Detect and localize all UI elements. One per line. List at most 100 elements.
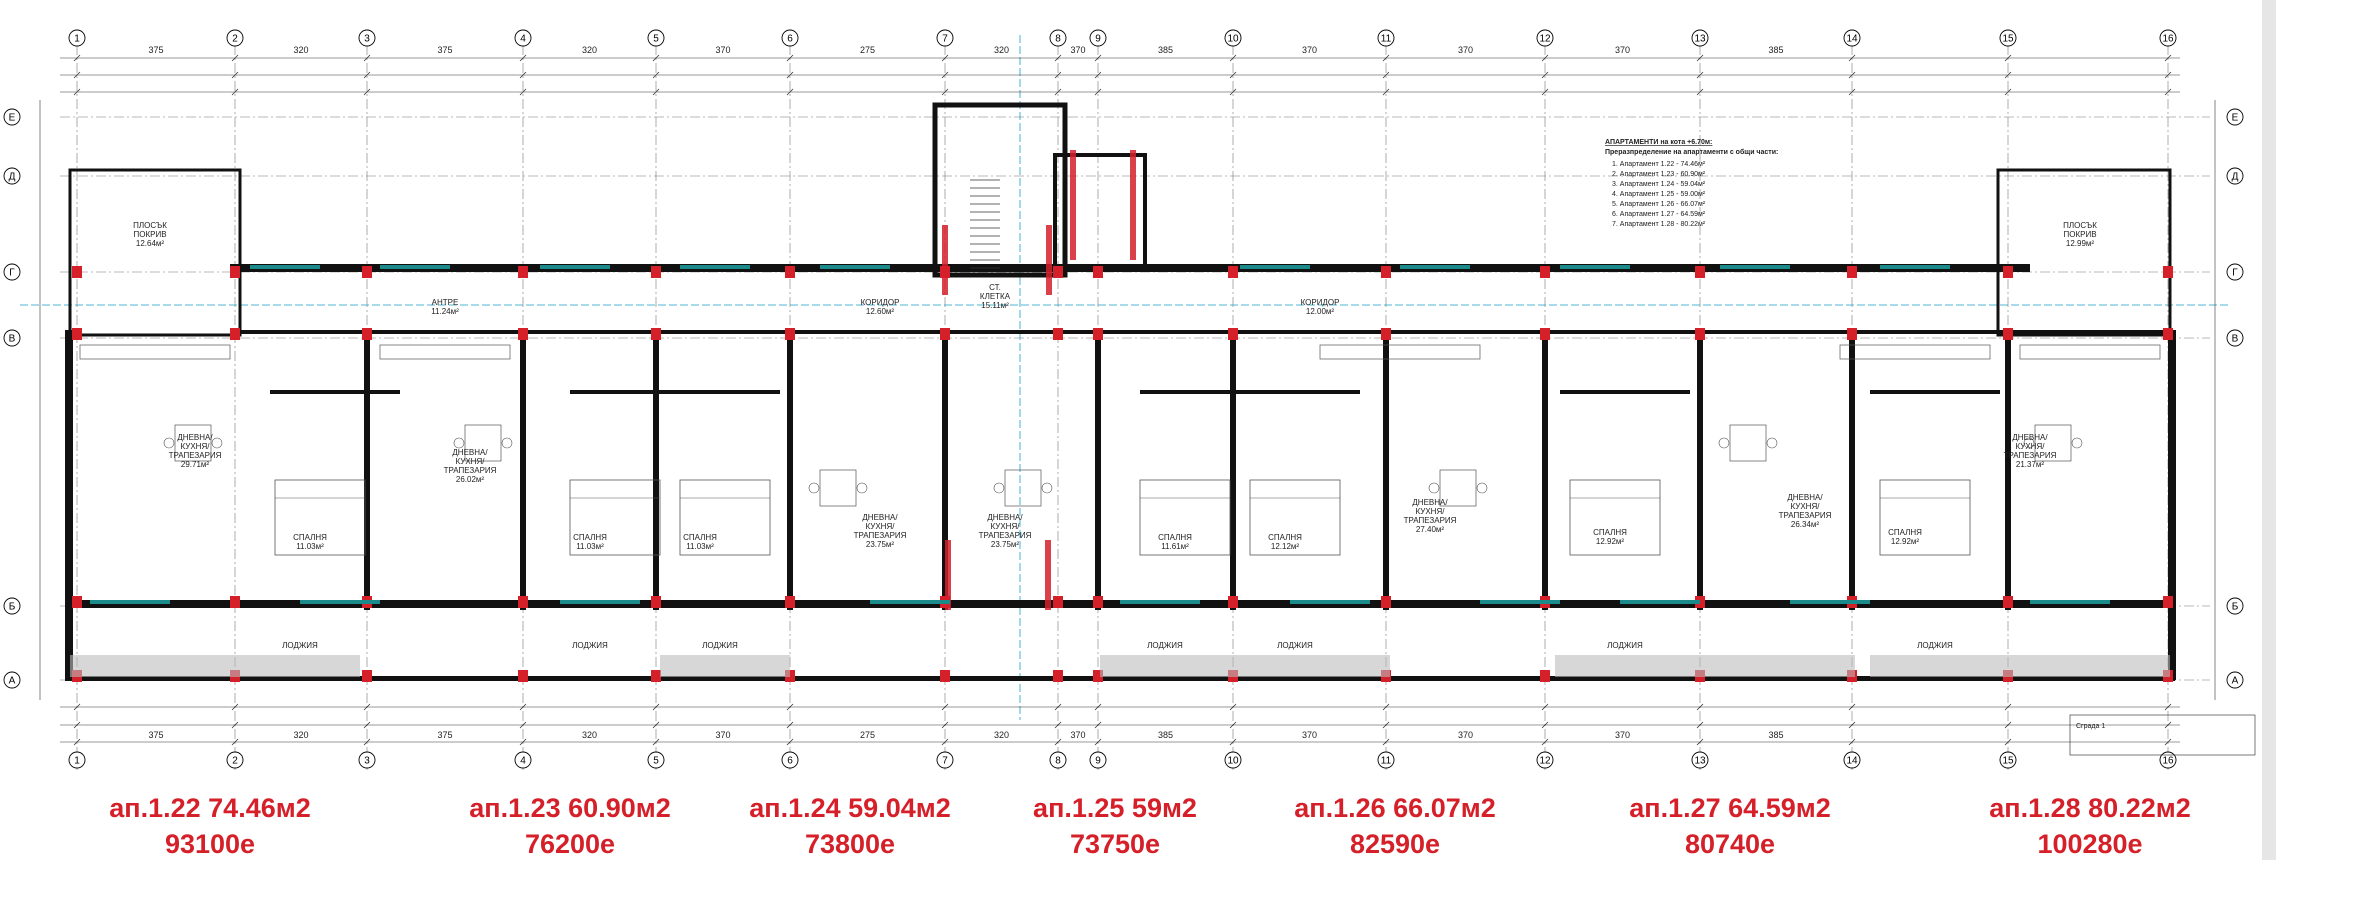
column <box>1695 266 1705 278</box>
column <box>2003 596 2013 608</box>
wall <box>653 330 659 610</box>
dimension-tick <box>1229 721 1237 729</box>
axis-label: 12 <box>1539 34 1551 45</box>
room-label: ПОКРИВ <box>133 230 166 239</box>
axis-bubble <box>2226 671 2244 689</box>
axis-label: 14 <box>1846 34 1858 45</box>
kitchen-counter <box>1319 344 1481 360</box>
dimension-tick <box>2164 703 2172 711</box>
dimension-tick <box>652 721 660 729</box>
column <box>2163 596 2173 608</box>
room-area: 26.02м² <box>456 475 485 484</box>
column <box>785 596 795 608</box>
axis-label: Б <box>9 602 16 613</box>
window <box>560 600 640 604</box>
axis-bubble <box>3 597 21 615</box>
room-labels: ПЛОСЪКПОКРИВ12.64м²ДНЕВНА/КУХНЯ/ТРАПЕЗАР… <box>133 221 2097 650</box>
room-area: 11.24м² <box>431 307 459 316</box>
structural-wall <box>942 225 948 295</box>
column <box>940 670 950 682</box>
axis-label: 4 <box>520 756 526 767</box>
dimension-value: 320 <box>293 730 308 740</box>
note-line: 2. Апартамент 1.23 - 60.90м² <box>1612 171 1706 178</box>
apartment-price: 100280е <box>2037 829 2143 859</box>
room-label: ТРАПЕЗАРИЯ <box>979 531 1032 540</box>
bed <box>1139 479 1231 556</box>
dining-table <box>1729 424 1767 462</box>
room-label: КОРИДОР <box>861 298 900 307</box>
note-line: 6. Апартамент 1.27 - 64.59м² <box>1612 211 1706 218</box>
axis-bubble <box>226 29 244 47</box>
room-label: КЛЕТКА <box>980 292 1011 301</box>
structural-wall <box>1070 150 1076 260</box>
wall <box>1697 330 1703 610</box>
dimension-tick <box>1696 703 1704 711</box>
room-label: СПАЛНЯ <box>1593 528 1627 537</box>
axis-label: 2 <box>232 34 238 45</box>
column <box>651 596 661 608</box>
dimension-tick <box>1848 703 1856 711</box>
apartment-1-28-label: ап.1.28 80.22м2 100280е <box>1940 790 2240 862</box>
wall <box>1230 330 1236 610</box>
axis-label: 15 <box>2002 34 2014 45</box>
axis-label: 11 <box>1381 34 1392 45</box>
dimension-tick <box>1094 54 1102 62</box>
column <box>72 596 82 608</box>
room-area: 12.00м² <box>1306 307 1335 316</box>
column <box>1847 266 1857 278</box>
axis-bubble <box>514 751 532 769</box>
window <box>820 265 890 269</box>
notes-subtitle: Преразпределение на апартаменти с общи ч… <box>1605 148 1778 156</box>
wall <box>520 330 526 610</box>
dining-table <box>1439 469 1477 507</box>
apartment-price: 73800е <box>804 829 896 859</box>
window <box>1790 600 1870 604</box>
chair <box>808 482 820 494</box>
column <box>230 328 240 340</box>
axis-bubble <box>781 751 799 769</box>
dimension-value: 320 <box>994 730 1009 740</box>
dimension-value: 370 <box>1070 730 1085 740</box>
kitchen-counter <box>379 344 511 360</box>
axis-bubble <box>68 29 86 47</box>
kitchen-counter <box>79 344 231 360</box>
note-line: 7. Апартамент 1.28 - 80.22м² <box>1612 221 1706 228</box>
structural-wall <box>1046 225 1052 295</box>
chair <box>211 437 223 449</box>
dimension-tick <box>363 721 371 729</box>
window <box>380 265 450 269</box>
room-label: КУХНЯ/ <box>181 442 211 451</box>
scrollbar[interactable] <box>2262 0 2276 860</box>
dimension-tick <box>1696 738 1704 746</box>
dimension-tick <box>2164 721 2172 729</box>
dimension-tick <box>2004 703 2012 711</box>
dimension-tick <box>652 703 660 711</box>
loggia-label: ЛОДЖИЯ <box>1607 641 1643 650</box>
column <box>1540 328 1550 340</box>
wall <box>1383 330 1389 610</box>
dimension-tick <box>1382 54 1390 62</box>
axis-label: 1 <box>74 756 80 767</box>
axis-label: Е <box>9 113 16 124</box>
axis-label: 6 <box>787 756 793 767</box>
dimension-tick <box>941 703 949 711</box>
axis-bubble <box>2159 29 2177 47</box>
note-line: 4. Апартамент 1.25 - 59.00м² <box>1612 191 1706 198</box>
dimension-value: 320 <box>994 45 1009 55</box>
column <box>1847 328 1857 340</box>
bed <box>1569 479 1661 556</box>
window <box>1620 600 1700 604</box>
wall <box>1870 390 2000 394</box>
dining-table <box>464 424 502 462</box>
dimension-tick <box>786 88 794 96</box>
dimension-tick <box>1848 738 1856 746</box>
bed <box>1879 479 1971 556</box>
dimension-tick <box>2164 54 2172 62</box>
dimension-value: 370 <box>1615 45 1630 55</box>
terrace-outline <box>1996 168 2172 337</box>
room-area: 26.34м² <box>1791 520 1820 529</box>
dimension-tick <box>1094 88 1102 96</box>
dimension-tick <box>231 88 239 96</box>
axis-label: Г <box>2232 268 2238 279</box>
axis-label: 1 <box>74 34 80 45</box>
